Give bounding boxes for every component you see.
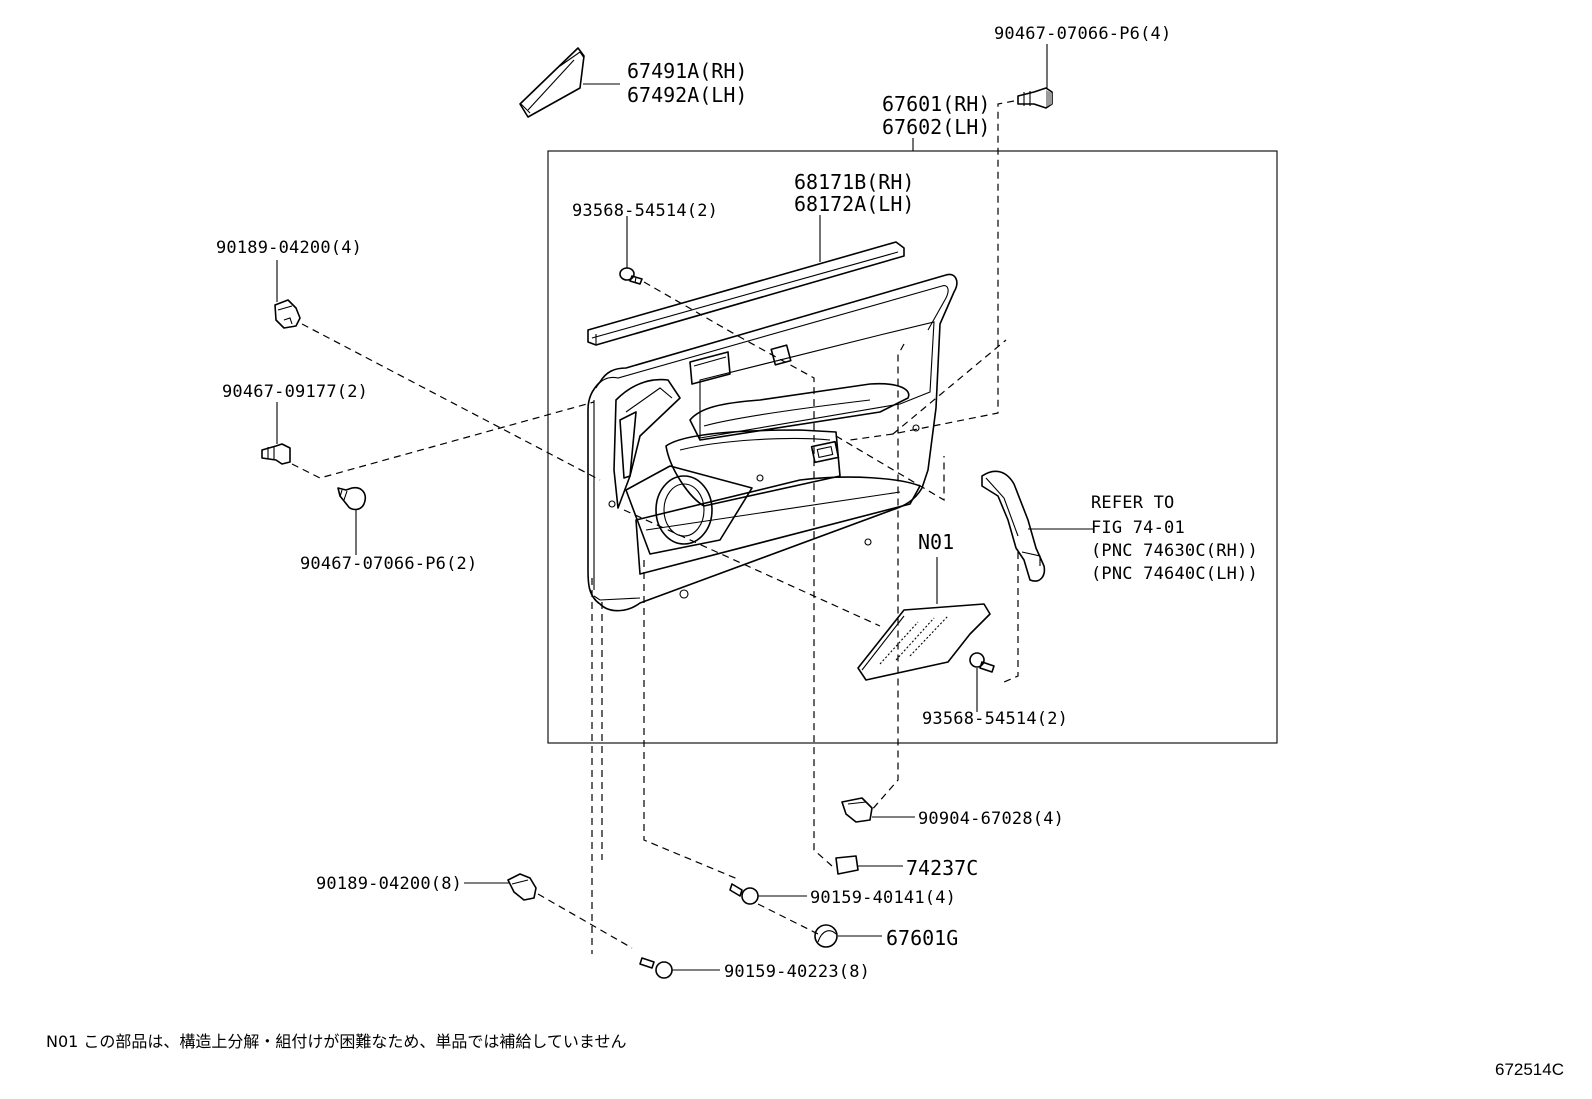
label-68171b: 68171B(RH) [794, 170, 914, 194]
screw-93568-top [619, 267, 643, 285]
label-90189-top: 90189-04200(4) [216, 238, 362, 258]
label-refer-1: REFER TO [1091, 493, 1174, 513]
assembly-frame [547, 150, 1278, 744]
label-90189-bottom: 90189-04200(8) [316, 874, 462, 894]
label-90467-top: 90467-07066-P6(4) [994, 24, 1171, 44]
label-68172a: 68172A(LH) [794, 192, 914, 216]
screw-90159-40223 [639, 957, 673, 979]
pull-handle-refer [981, 470, 1046, 582]
label-67492a: 67492A(LH) [627, 83, 747, 107]
label-93568-bottom: 93568-54514(2) [922, 709, 1068, 729]
button-67601g [814, 924, 838, 948]
label-refer-2: FIG 74-01 [1091, 518, 1185, 538]
label-n01: N01 [918, 530, 954, 554]
clip-90467-09177 [261, 443, 291, 465]
panel-n01 [857, 603, 991, 681]
label-refer-3: (PNC 74630C(RH)) [1091, 541, 1258, 561]
retainer-90904 [841, 797, 873, 823]
label-90159-40223: 90159-40223(8) [724, 962, 870, 982]
label-93568-top: 93568-54514(2) [572, 201, 718, 221]
label-67601g: 67601G [886, 926, 958, 950]
clip-90189-bottom [507, 873, 537, 901]
screw-90159-40141 [729, 883, 759, 905]
weatherstrip-68171b [587, 241, 905, 346]
label-90467-left: 90467-07066-P6(2) [300, 554, 477, 574]
label-refer-4: (PNC 74640C(LH)) [1091, 564, 1258, 584]
label-90467-09177: 90467-09177(2) [222, 382, 368, 402]
label-67601: 67601(RH) [882, 92, 990, 116]
garnish-67491a [519, 47, 585, 118]
screw-93568-bottom [969, 652, 995, 673]
cover-74237c [835, 855, 859, 875]
label-67491a: 67491A(RH) [627, 59, 747, 83]
clip-90467-left [337, 486, 367, 511]
label-90904: 90904-67028(4) [918, 809, 1064, 829]
footnote-n01: N01 この部品は、構造上分解・組付けが困難なため、単品では補給していません [46, 1032, 626, 1051]
label-67602: 67602(LH) [882, 115, 990, 139]
label-74237c: 74237C [906, 856, 978, 880]
diagram-code: 672514C [1495, 1060, 1564, 1079]
label-90159-40141: 90159-40141(4) [810, 888, 956, 908]
door-trim-panel-67601 [587, 273, 958, 612]
clip-90189-top [274, 299, 301, 329]
clip-90467-top [1017, 87, 1053, 109]
